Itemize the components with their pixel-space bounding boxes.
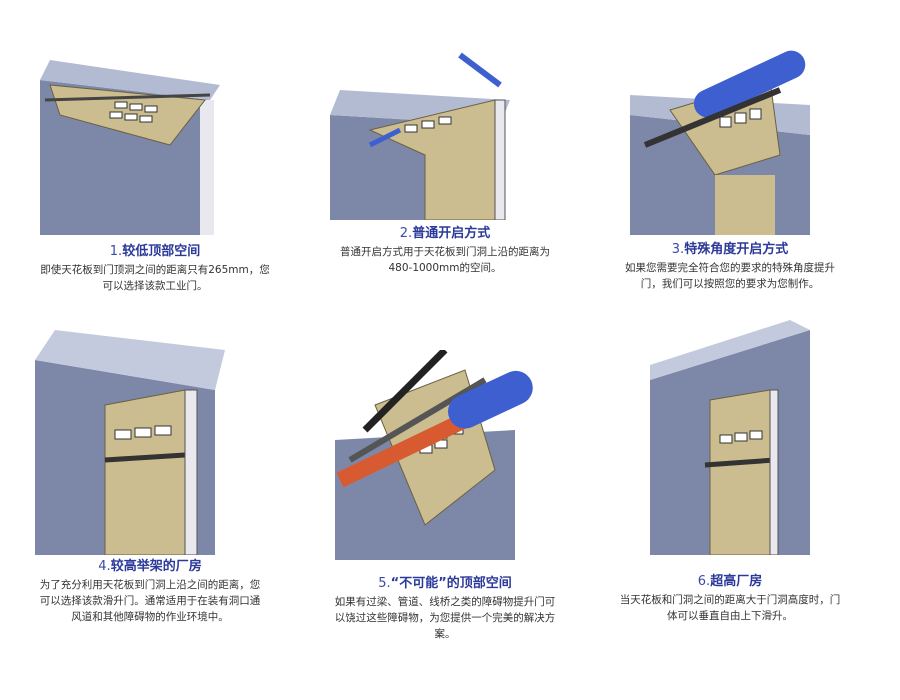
caption-desc: 即使天花板到门顶洞之间的距离只有265mm，您可以选择该款工业门。 (40, 264, 270, 292)
caption-3: 3.特殊角度开启方式 如果您需要完全符合您的要求的特殊角度提升门，我们可以按照您… (590, 238, 870, 292)
illustration-extra-high (650, 320, 810, 555)
caption-desc: 如果您需要完全符合您的要求的特殊角度提升门，我们可以按照您的要求为您制作。 (625, 262, 835, 290)
caption-number: 1. (109, 244, 123, 259)
caption-2: 2.普通开启方式 普通开启方式用于天花板到门洞上沿的距离为480-1000mm的… (305, 222, 585, 276)
caption-number: 4. (98, 559, 111, 574)
caption-title: 特殊角度开启方式 (684, 242, 789, 257)
caption-desc: 为了充分利用天花板到门洞上沿之间的距离，您可以选择该款滑升门。通常适用于在装有洞… (39, 579, 261, 623)
illustration-standard-lift (330, 52, 510, 220)
caption-title: 较低顶部空间 (122, 244, 201, 259)
caption-number: 5. (378, 576, 391, 591)
caption-number: 6. (697, 574, 711, 589)
caption-desc: 普通开启方式用于天花板到门洞上沿的距离为480-1000mm的空间。 (340, 246, 550, 274)
caption-desc: 当天花板和门洞之间的距离大于门洞高度时，门体可以垂直自由上下滑升。 (619, 594, 841, 622)
caption-title: “不可能”的顶部空间 (390, 576, 512, 591)
caption-desc: 如果有过梁、管道、线桥之类的障碍物提升门可以饶过这些障碍物，为您提供一个完美的解… (334, 596, 556, 640)
caption-number: 2. (399, 226, 413, 241)
caption-title: 普通开启方式 (412, 226, 491, 241)
caption-number: 3. (671, 242, 685, 257)
illustration-high-lift (35, 330, 225, 555)
caption-1: 1.较低顶部空间 即使天花板到门顶洞之间的距离只有265mm，您可以选择该款工业… (15, 240, 295, 294)
caption-6: 6.超高厂房 当天花板和门洞之间的距离大于门洞高度时，门体可以垂直自由上下滑升。 (590, 570, 870, 624)
caption-title: 超高厂房 (710, 574, 763, 589)
illustration-special-angle (630, 50, 810, 235)
illustration-low-headroom (40, 60, 220, 235)
caption-5: 5.“不可能”的顶部空间 如果有过梁、管道、线桥之类的障碍物提升门可以饶过这些障… (305, 572, 585, 642)
caption-title: 较高举架的厂房 (110, 559, 202, 574)
caption-4: 4.较高举架的厂房 为了充分利用天花板到门洞上沿之间的距离，您可以选择该款滑升门… (10, 555, 290, 625)
illustration-obstacle-headroom (335, 350, 533, 560)
